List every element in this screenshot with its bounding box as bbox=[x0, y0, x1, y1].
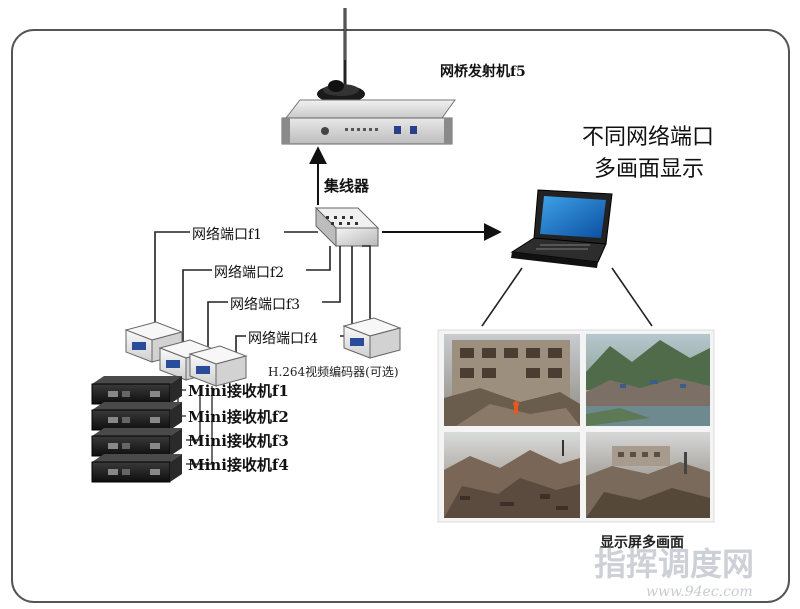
rack-transmitter-icon bbox=[281, 99, 456, 145]
video-encoder-group: H.264视频编码器(可选) bbox=[124, 317, 402, 387]
receiver-label-f2: Mini接收机f2 bbox=[188, 408, 289, 426]
laptop-view-line-right bbox=[611, 267, 653, 327]
port-label-f4: 网络端口f4 bbox=[248, 331, 318, 347]
receiver-label-f4: Mini接收机f4 bbox=[188, 456, 289, 474]
screen-tile-1 bbox=[444, 334, 580, 426]
transmitter-label: 网桥发射机f5 bbox=[440, 63, 526, 80]
watermark-url: www.94ec.com bbox=[646, 584, 753, 600]
laptop-icon bbox=[510, 189, 613, 268]
video-encoder-icon bbox=[188, 345, 248, 387]
screen-tile-4 bbox=[586, 432, 710, 518]
screen-caption: 显示屏多画面 bbox=[600, 534, 684, 551]
display-title-line2: 多画面显示 bbox=[594, 157, 704, 182]
receiver-stack: Mini接收机f1 Mini接收机f2 Mini接收机f3 Mini接收机f4 bbox=[91, 376, 289, 483]
laptop-view-line-left bbox=[481, 267, 523, 327]
network-hub-icon bbox=[314, 206, 380, 248]
video-encoder-icon bbox=[342, 317, 402, 359]
screen-tile-2 bbox=[586, 334, 710, 426]
hub-label: 集线器 bbox=[323, 177, 370, 195]
watermark: 指挥调度网 www.94ec.com bbox=[594, 545, 754, 600]
port-label-f1: 网络端口f1 bbox=[192, 227, 262, 243]
mini-receiver-icon bbox=[91, 428, 182, 457]
multi-screen-display: 显示屏多画面 bbox=[437, 329, 715, 551]
antenna-icon bbox=[317, 8, 365, 103]
port-labels: 网络端口f1 网络端口f2 网络端口f3 网络端口f4 bbox=[190, 224, 340, 347]
receiver-label-f3: Mini接收机f3 bbox=[188, 432, 289, 450]
watermark-name: 指挥调度网 bbox=[594, 545, 754, 583]
mini-receiver-icon bbox=[91, 376, 182, 405]
port-label-f3: 网络端口f3 bbox=[230, 297, 300, 313]
transmitter-device: 网桥发射机f5 bbox=[281, 8, 526, 145]
mini-receiver-icon bbox=[91, 402, 182, 431]
screen-tile-3 bbox=[444, 432, 580, 518]
encoder-label: H.264视频编码器(可选) bbox=[268, 364, 399, 379]
receiver-label-f1: Mini接收机f1 bbox=[188, 382, 289, 400]
port-label-f2: 网络端口f2 bbox=[214, 265, 284, 281]
hub-device: 集线器 bbox=[309, 146, 502, 248]
mini-receiver-icon bbox=[91, 454, 182, 483]
display-title-line1: 不同网络端口 bbox=[582, 125, 714, 150]
